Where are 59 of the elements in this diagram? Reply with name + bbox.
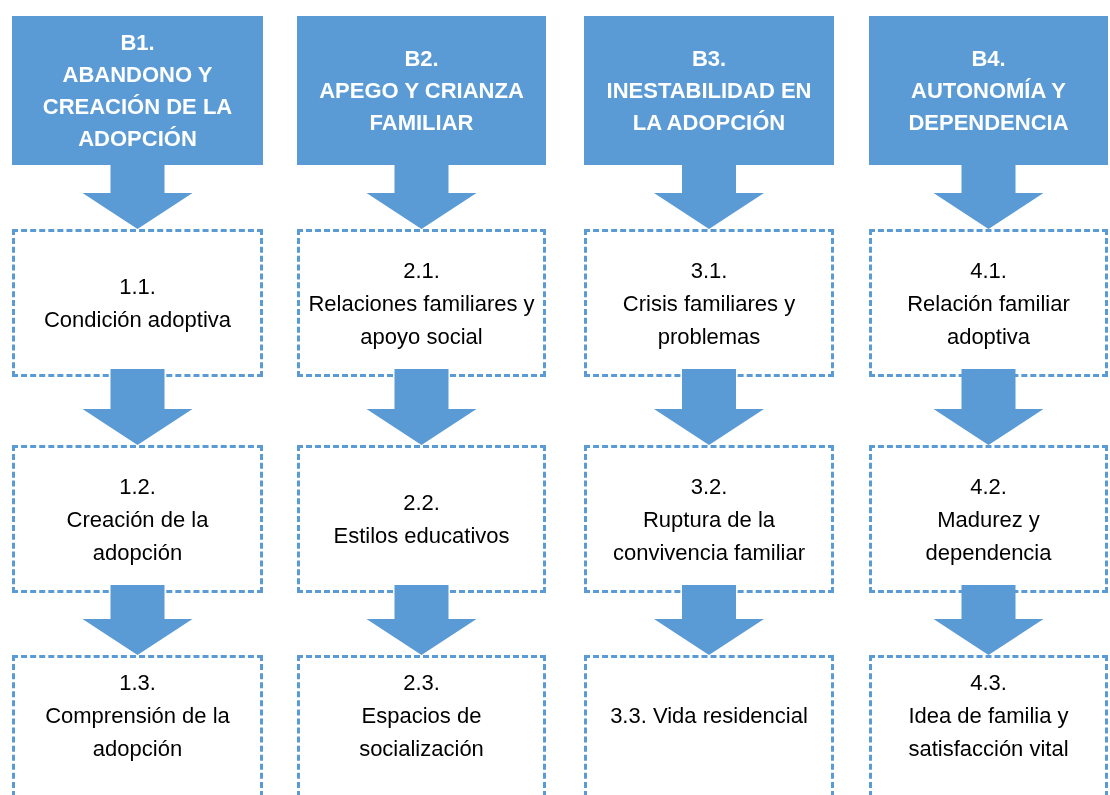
dashed-box: [869, 655, 1108, 795]
dashed-box: [297, 445, 546, 593]
block-code: B3.: [691, 44, 727, 73]
item-code: 1.1.: [119, 273, 156, 301]
block-title: APEGO Y CRIANZA FAMILIAR: [318, 76, 525, 137]
block-arrow: [82, 165, 193, 229]
dashed-box: [869, 445, 1108, 593]
item-code: 3.3. Vida residencial: [610, 702, 808, 730]
dashed-box: [584, 655, 834, 795]
item-title: Condición adoptiva: [43, 306, 232, 334]
item-code: 4.3.: [970, 669, 1007, 697]
header-box: [584, 16, 834, 165]
item-title: Creación de la adopción: [65, 505, 210, 567]
block-arrow: [654, 369, 764, 445]
item-code: 3.1.: [690, 256, 728, 285]
block-arrow: [933, 585, 1044, 655]
block-arrow: [933, 165, 1044, 229]
item-title: Relación familiar adoptiva: [906, 289, 1071, 351]
item-code: 2.1.: [403, 256, 440, 285]
block-code: B2.: [404, 44, 439, 73]
block-arrow: [82, 369, 193, 445]
dashed-box: [297, 655, 546, 795]
item-code: 4.1.: [970, 256, 1007, 285]
block-arrow: [82, 585, 193, 655]
header-box: [869, 16, 1108, 165]
dashed-box: [12, 229, 263, 377]
item-code: 1.3.: [119, 669, 156, 697]
block-title: ABANDONO Y CREACIÓN DE LA ADOPCIÓN: [41, 60, 234, 153]
item-code: 4.2.: [970, 472, 1007, 501]
header-box: [297, 16, 546, 165]
item-code: 3.2.: [690, 472, 728, 501]
dashed-box: [12, 655, 263, 795]
block-code: B4.: [971, 44, 1006, 73]
dashed-box: [12, 445, 263, 593]
block-title: AUTONOMÍA Y DEPENDENCIA: [907, 76, 1070, 137]
dashed-box: [869, 229, 1108, 377]
item-code: 1.2.: [119, 472, 156, 501]
block-arrow: [654, 165, 764, 229]
block-arrow: [366, 585, 477, 655]
block-code: B1.: [120, 28, 155, 57]
block-arrow: [654, 585, 764, 655]
block-arrow: [366, 165, 477, 229]
block-arrow: [933, 369, 1044, 445]
item-title: Madurez y dependencia: [924, 505, 1053, 567]
dashed-box: [584, 229, 834, 377]
block-arrow: [366, 369, 477, 445]
header-box: [12, 16, 263, 165]
item-title: Comprensión de la adopción: [44, 702, 231, 763]
item-code: 2.2.: [403, 489, 440, 517]
item-title: Crisis familiares y problemas: [621, 289, 797, 351]
block-title: INESTABILIDAD EN LA ADOPCIÓN: [605, 76, 813, 137]
item-title: Estilos educativos: [333, 522, 510, 550]
item-title: Ruptura de la convivencia familiar: [612, 505, 806, 567]
dashed-box: [584, 445, 834, 593]
item-title: Espacios de socialización: [358, 702, 485, 763]
item-title: Relaciones familiares y apoyo social: [307, 289, 536, 351]
dashed-box: [297, 229, 546, 377]
item-code: 2.3.: [403, 669, 440, 697]
item-title: Idea de familia y satisfacción vital: [907, 702, 1070, 763]
